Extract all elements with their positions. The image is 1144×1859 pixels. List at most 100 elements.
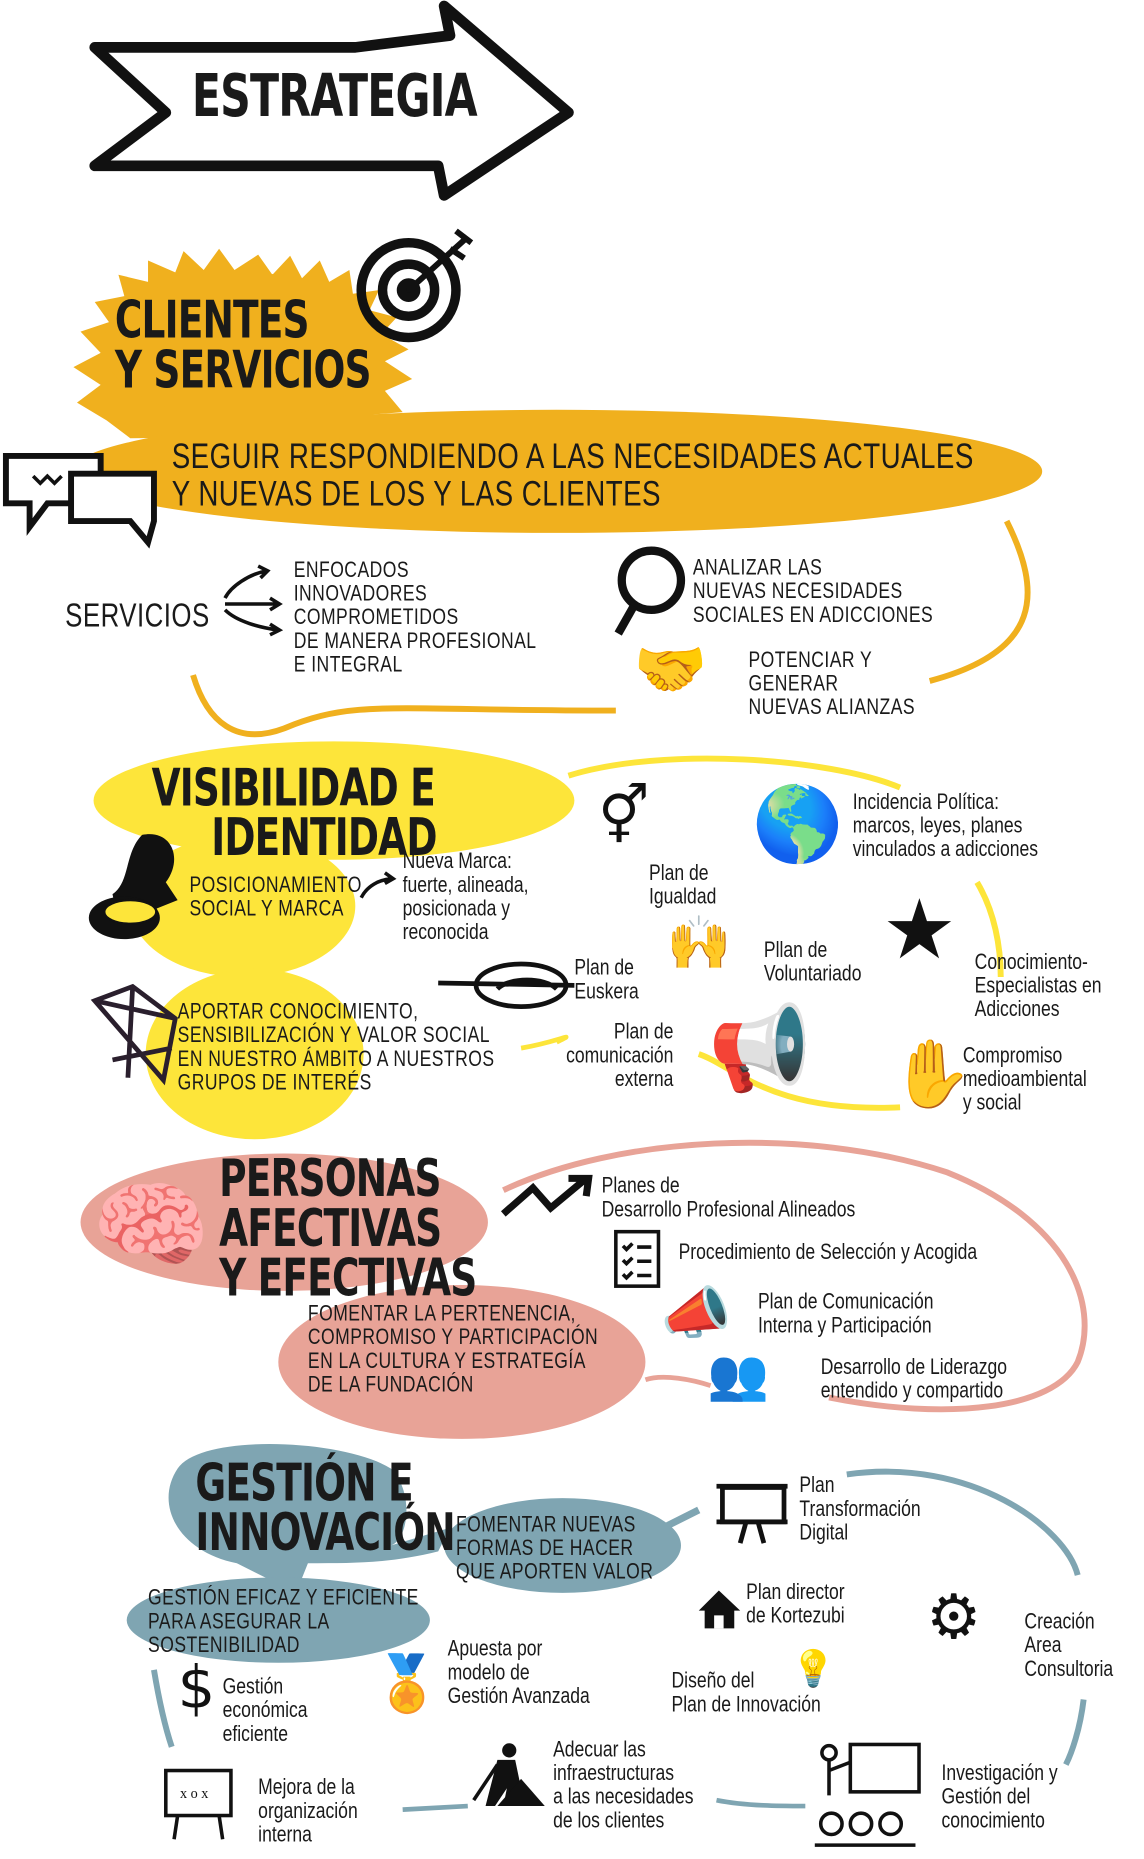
list-item: ENFOCADOS — [293, 557, 410, 583]
text-line: Voluntariado — [763, 961, 862, 987]
servicios-arrows — [223, 564, 284, 637]
text-line: Pllan de — [763, 937, 828, 963]
text-line: SENSIBILIZACIÓN Y VALOR SOCIAL — [177, 1023, 490, 1049]
svg-text:x o x: x o x — [180, 1786, 208, 1802]
team-icon: 👥 — [707, 1345, 769, 1404]
fomentar-pertenencia-text: FOMENTAR LA PERTENENCIA,COMPROMISO Y PAR… — [307, 1301, 599, 1398]
clientes-banner-text: SEGUIR RESPONDIENDO A LAS NECESIDADES AC… — [172, 438, 974, 513]
text-line: Nueva Marca: — [402, 849, 512, 875]
heading-line: INNOVACIÓN — [195, 1502, 455, 1564]
text-line: Plan de Innovación — [671, 1692, 821, 1718]
raised-hands-icon: 🙌 — [666, 913, 732, 974]
text-line: posicionada y — [402, 896, 511, 922]
visibilidad-heading-shape — [93, 741, 575, 860]
text-line: Gestión — [222, 1674, 284, 1700]
marca-text: Nueva Marca:fuerte, alineada,posicionada… — [403, 850, 529, 944]
stacked-hands-icon: ✋ — [890, 1036, 974, 1114]
megaphone-icon: 📢 — [708, 999, 812, 1097]
hand-gears-icon: ⚙ — [926, 1582, 982, 1654]
heading-line: PERSONAS — [219, 1148, 441, 1210]
text-line: Desarrollo de Liderazgo — [820, 1354, 1008, 1380]
text-line: POSICIONAMIENTO — [189, 872, 362, 898]
text-line: FORMAS DE HACER — [455, 1535, 634, 1561]
text-line: organización — [258, 1798, 358, 1824]
text-line: Planes de — [601, 1173, 680, 1199]
text-line: Mejora de la — [258, 1775, 355, 1801]
text-line: EN NUESTRO ÁMBITO A NUESTROS — [177, 1046, 495, 1072]
euskera-icon — [438, 961, 575, 1010]
trend-arrow-icon — [500, 1174, 593, 1217]
text-line: COMPROMISO Y PARTICIPACIÓN — [307, 1325, 599, 1351]
text-line: Igualdad — [648, 884, 717, 910]
text-line: Y NUEVAS DE LOS Y LAS CLIENTES — [171, 474, 662, 514]
text-line: conocimiento — [941, 1808, 1045, 1834]
text-line: Apuesta por — [447, 1636, 543, 1662]
text-line: Conocimiento- — [974, 949, 1088, 975]
megaphone-internal-icon: 📣 — [660, 1280, 732, 1347]
heading-line: VISIBILIDAD E — [151, 757, 436, 819]
heading-line: AFECTIVAS — [219, 1198, 442, 1259]
heading-line: Y SERVICIOS — [114, 339, 372, 401]
text-line: Compromiso — [962, 1043, 1063, 1069]
text-line: FOMENTAR LA PERTENENCIA, — [307, 1301, 576, 1327]
heading-line: CLIENTES — [114, 290, 310, 351]
incidencia-text: Incidencia Política:marcos, leyes, plane… — [853, 791, 1038, 862]
text-line: FOMENTAR NUEVAS — [455, 1512, 636, 1538]
seleccion-text: Procedimiento de Selección y Acogida — [678, 1239, 978, 1265]
text-line: PARA ASEGURAR LA — [148, 1609, 330, 1635]
text-line: QUE APORTEN VALOR — [455, 1559, 654, 1585]
text-line: APORTAR CONOCIMIENTO, — [177, 999, 419, 1025]
posicionamiento-shape — [130, 834, 356, 978]
aportar-text: APORTAR CONOCIMIENTO,SENSIBILIZACIÓN Y V… — [177, 999, 495, 1096]
text-line: económica — [222, 1698, 308, 1724]
text-line: NUEVAS NECESIDADES — [692, 579, 903, 604]
text-line: Adecuar las — [553, 1737, 646, 1763]
text-line: GRUPOS DE INTERÉS — [177, 1070, 372, 1096]
text-line: Plan director — [746, 1579, 845, 1605]
heading-line: GESTIÓN E — [195, 1453, 413, 1514]
posicionamiento-arrow — [359, 871, 397, 899]
text-line: de Kortezubi — [746, 1603, 845, 1629]
target-icon — [356, 228, 474, 343]
text-line: SOCIAL Y MARCA — [189, 896, 344, 922]
text-line: SOCIALES EN ADICCIONES — [692, 602, 934, 628]
servicios-label: SERVICIOS — [65, 596, 210, 634]
text-line: entendido y compartido — [820, 1378, 1004, 1404]
handshake-icon: 🤝 — [633, 634, 708, 704]
text-line: a las necesidades — [553, 1784, 694, 1810]
text-line: Incidencia Política: — [852, 789, 1000, 815]
text-line: comunicación — [566, 1043, 674, 1069]
text-line: Digital — [799, 1520, 849, 1546]
teacher-icon — [814, 1742, 921, 1847]
text-line: DE LA FUNDACIÓN — [307, 1372, 474, 1398]
globe-icon: 🌎 — [752, 780, 844, 867]
text-line: Gestión Avanzada — [447, 1683, 590, 1709]
gender-equality-icon: ⚥ — [598, 782, 650, 850]
text-line: marcos, leyes, planes — [852, 813, 1023, 839]
title-arrow — [89, 0, 574, 201]
magnifier-icon — [614, 546, 686, 636]
text-line: SOSTENIBILIDAD — [148, 1633, 300, 1658]
text-line: GESTIÓN EFICAZ Y EFICIENTE — [148, 1585, 419, 1611]
text-line: Plan — [799, 1473, 835, 1499]
